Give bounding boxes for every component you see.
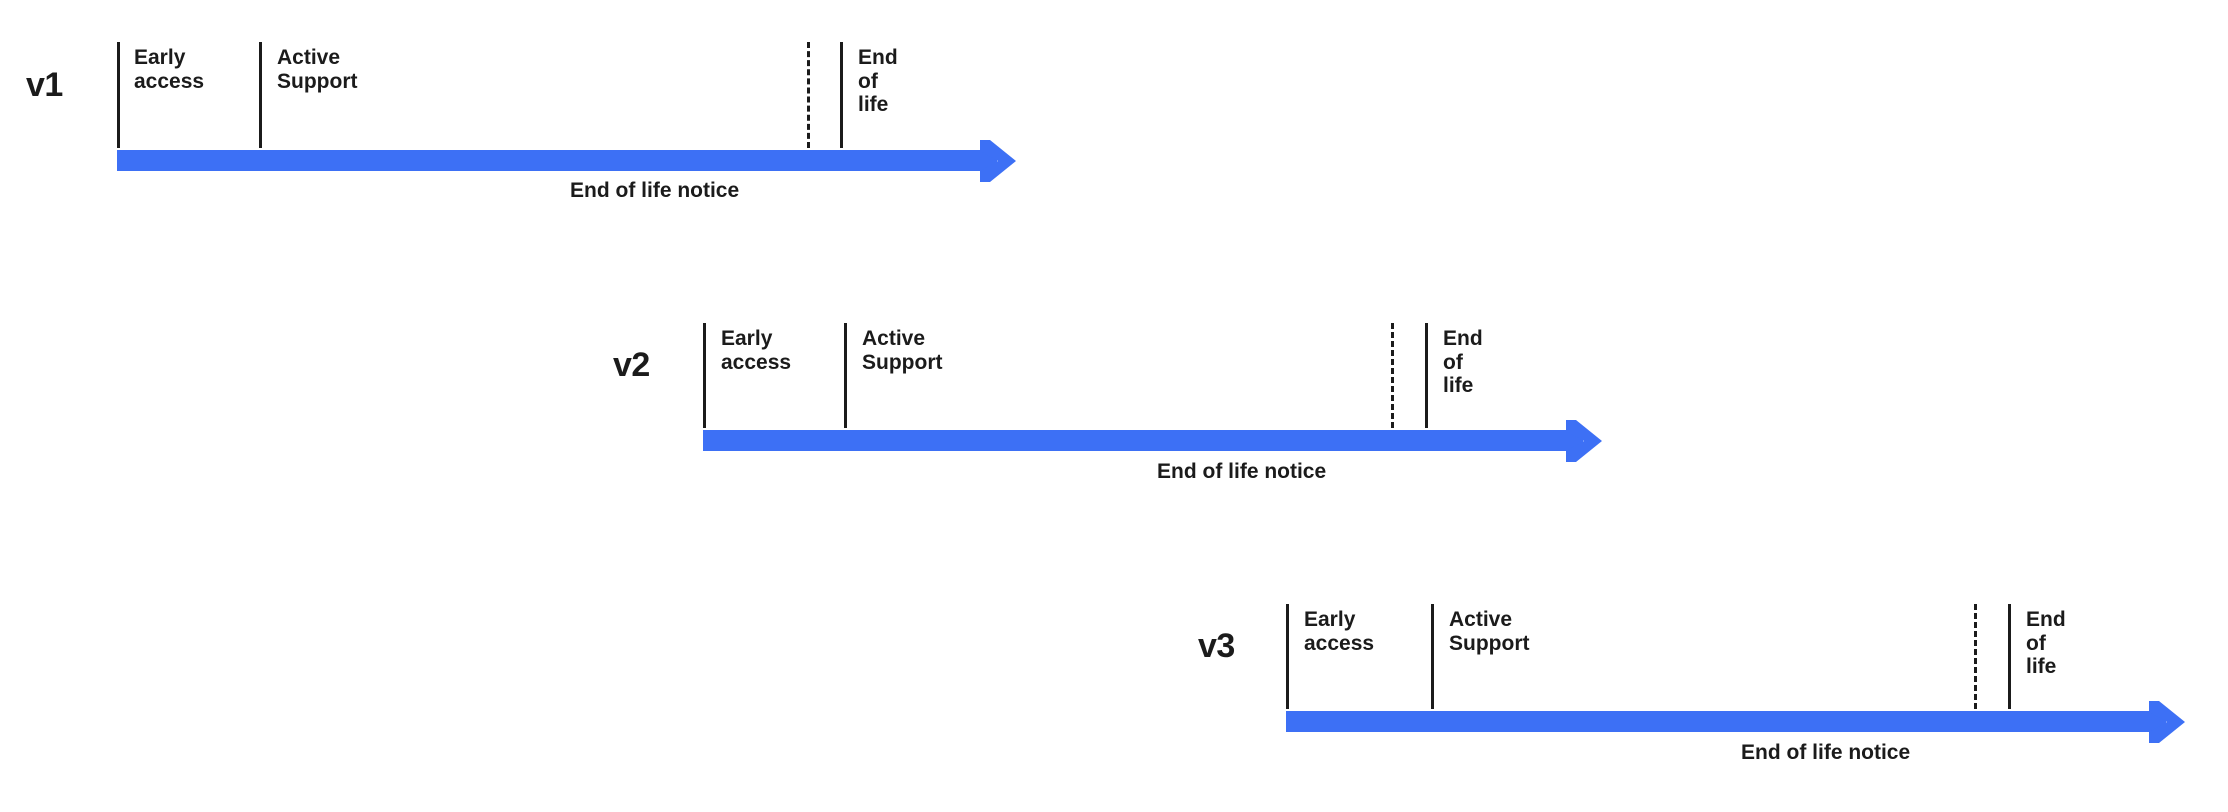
phase-label-active-support-v2: Active Support — [862, 327, 943, 374]
version-label-v2: v2 — [613, 346, 650, 384]
phase-divider-early-access-start-v3 — [1286, 604, 1289, 709]
phase-label-active-support-v3: Active Support — [1449, 608, 1530, 655]
phase-divider-active-support-start-v3 — [1431, 604, 1434, 709]
phase-divider-end-of-life-start-v2 — [1425, 323, 1428, 428]
phase-divider-end-of-life-start-v3 — [2008, 604, 2011, 709]
arrow-shaft-v3 — [1286, 711, 2166, 732]
phase-divider-active-support-start-v1 — [259, 42, 262, 148]
phase-divider-end-of-life-notice-v1 — [807, 42, 810, 148]
arrow-shaft-v2 — [703, 430, 1583, 451]
phase-divider-end-of-life-notice-v3 — [1974, 604, 1977, 709]
notice-label-end-of-life-notice-v3: End of life notice — [1741, 741, 1911, 764]
arrow-shaft-v1 — [117, 150, 997, 171]
notice-label-end-of-life-notice-v2: End of life notice — [1157, 460, 1327, 483]
phase-label-active-support-v1: Active Support — [277, 46, 358, 93]
phase-divider-active-support-start-v2 — [844, 323, 847, 428]
lifecycle-arrow-v2 — [703, 419, 1602, 462]
phase-divider-end-of-life-start-v1 — [840, 42, 843, 148]
version-label-v3: v3 — [1198, 627, 1235, 665]
phase-label-end-of-life-v3: End of life — [2026, 608, 2066, 679]
phase-divider-end-of-life-notice-v2 — [1391, 323, 1394, 428]
version-label-v1: v1 — [26, 66, 63, 104]
phase-label-early-access-v3: Early access — [1304, 608, 1375, 655]
phase-label-end-of-life-v2: End of life — [1443, 327, 1483, 398]
phase-divider-early-access-start-v1 — [117, 42, 120, 148]
phase-divider-early-access-start-v2 — [703, 323, 706, 428]
phase-label-end-of-life-v1: End of life — [858, 46, 898, 117]
lifecycle-arrow-v3 — [1286, 700, 2185, 743]
notice-label-end-of-life-notice-v1: End of life notice — [570, 179, 740, 202]
phase-label-early-access-v1: Early access — [134, 46, 205, 93]
lifecycle-arrow-v1 — [117, 139, 1016, 182]
phase-label-early-access-v2: Early access — [721, 327, 792, 374]
